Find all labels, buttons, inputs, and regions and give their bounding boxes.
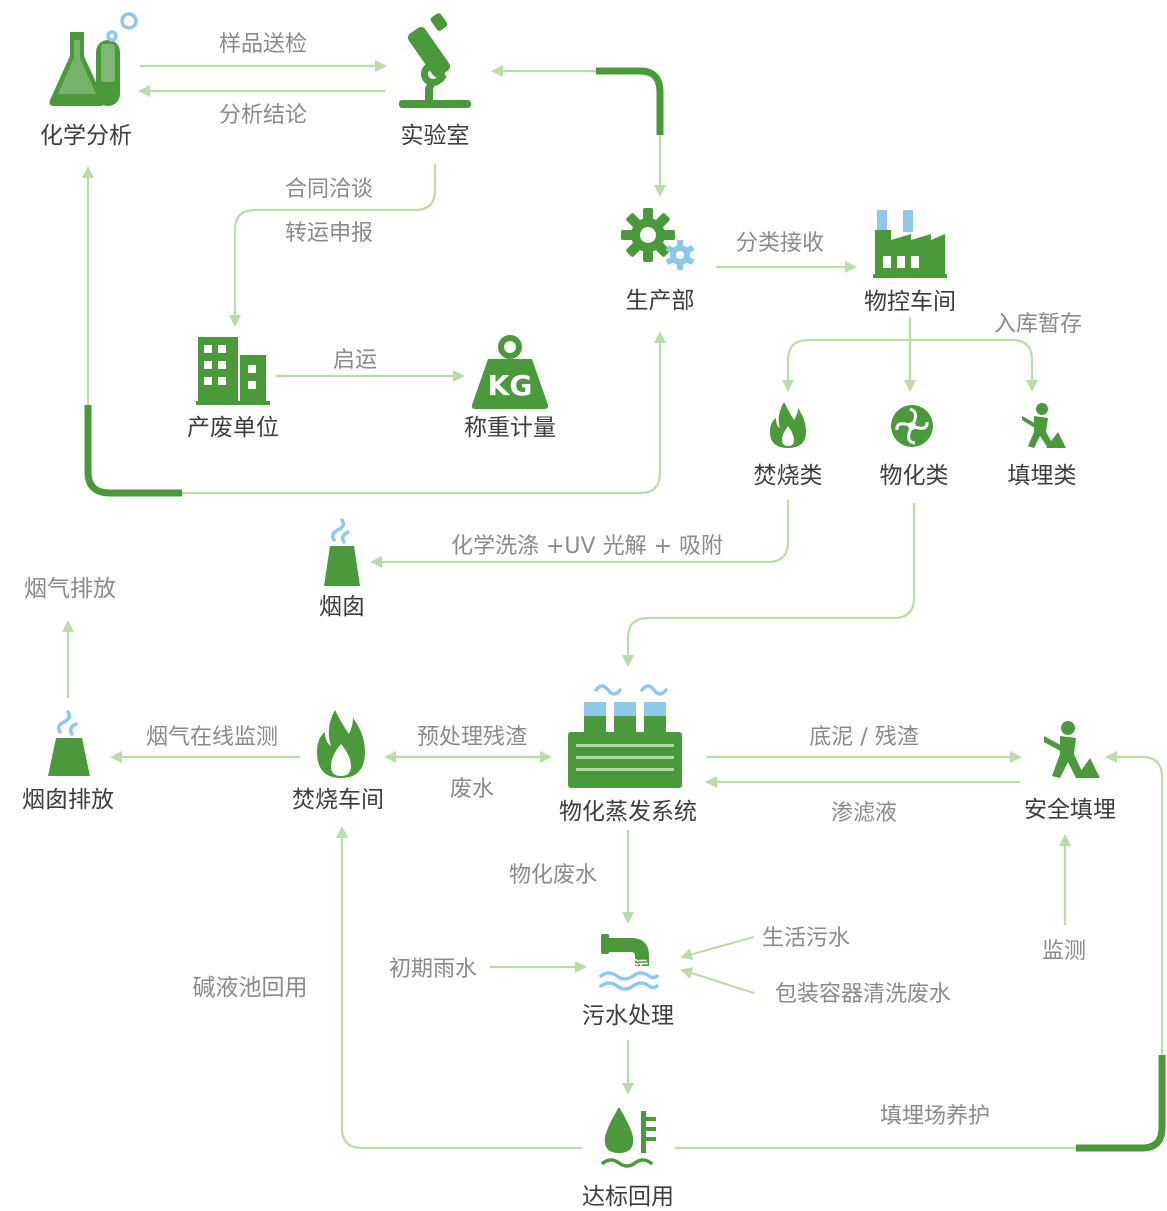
node-waste-unit: 产废单位 [187, 415, 279, 441]
edge-label-container: 包装容器清洗废水 [775, 982, 951, 1007]
edge-label-leachate: 渗滤液 [831, 801, 897, 826]
microscope-icon [399, 13, 471, 108]
edge-label-monitor: 监测 [1042, 939, 1086, 964]
edge-label-sample: 样品送检 [219, 32, 307, 57]
accent-line-left [84, 405, 182, 497]
digger-icon [1044, 721, 1100, 778]
drop-icon [601, 1107, 656, 1168]
building-icon [196, 337, 270, 405]
edge-label-result: 分析结论 [219, 103, 307, 128]
gears-icon [621, 208, 695, 270]
arrow-to-safe-landfill [1105, 751, 1164, 1055]
node-safe-landfill: 安全填埋 [1024, 797, 1116, 823]
edge-label-alkali: 碱液池回用 [193, 975, 308, 1001]
chimney-icon [324, 518, 360, 586]
edge-label-sludge: 底泥 / 残渣 [809, 725, 918, 750]
edge-label-phys-water: 物化废水 [509, 863, 597, 888]
node-incinerator: 焚烧车间 [292, 787, 384, 813]
edge-label-contract: 合同洽谈 [285, 177, 373, 202]
edge-label-storage: 入库暂存 [994, 312, 1082, 337]
arrow-to-production-bottom [182, 331, 666, 495]
arrow-physchem-to-evap [622, 503, 916, 667]
arrow-contract [229, 164, 437, 327]
flame-icon [317, 710, 365, 778]
node-chimney-emission: 烟囱排放 [22, 787, 114, 813]
arrow-storage-right [910, 338, 1038, 392]
edge-label-domestic: 生活污水 [762, 926, 850, 951]
connectors [62, 60, 1166, 1152]
faucet-icon: 污 [599, 934, 659, 991]
edge-label-scrub: 化学洗涤 +UV 光解 + 吸附 [451, 534, 723, 559]
node-landfill-class: 填埋类 [1008, 463, 1077, 489]
flask-icon [49, 12, 138, 106]
node-physchem-class: 物化类 [880, 463, 949, 489]
arrow-container [680, 967, 755, 995]
kg-weight-icon: KG [471, 335, 549, 409]
digger-icon [1022, 403, 1066, 448]
node-sewage: 污水处理 [582, 1003, 674, 1029]
arrow-scrub [370, 500, 790, 568]
swirl-icon [891, 405, 933, 447]
edge-label-flue-emission: 烟气排放 [24, 576, 116, 602]
edge-label-sort: 分类接收 [736, 231, 824, 256]
sewage-icon-text: 污 [634, 958, 648, 975]
chimney-icon [48, 710, 90, 776]
accent-line-lab [596, 67, 664, 135]
node-production: 生产部 [626, 288, 695, 314]
node-chem-analysis: 化学分析 [40, 123, 132, 149]
node-incineration-class: 焚烧类 [754, 463, 823, 489]
flame-icon [770, 402, 806, 448]
kg-weight-text: KG [488, 369, 533, 402]
node-weighing: 称重计量 [464, 415, 556, 441]
edge-label-rain: 初期雨水 [389, 957, 477, 982]
node-evaporation: 物化蒸发系统 [559, 799, 697, 825]
arrow-storage-left [782, 338, 910, 392]
edge-label-waste-water: 废水 [450, 777, 494, 802]
edge-label-residue: 预处理残渣 [417, 725, 527, 750]
plant-icon [568, 684, 682, 788]
arrow-domestic [680, 935, 755, 961]
edge-label-online-monitor: 烟气在线监测 [146, 725, 278, 750]
node-lab: 实验室 [401, 123, 470, 149]
edge-label-ship: 启运 [333, 348, 377, 373]
edge-label-transfer: 转运申报 [285, 221, 373, 246]
accent-line-right [1076, 1055, 1166, 1152]
arrow-alkali [336, 826, 582, 1150]
factory-icon [873, 210, 947, 278]
node-control-workshop: 物控车间 [864, 289, 956, 315]
node-chimney-small: 烟囱 [319, 594, 365, 620]
node-reuse: 达标回用 [582, 1184, 674, 1210]
edge-label-maintain: 填埋场养护 [880, 1104, 990, 1129]
